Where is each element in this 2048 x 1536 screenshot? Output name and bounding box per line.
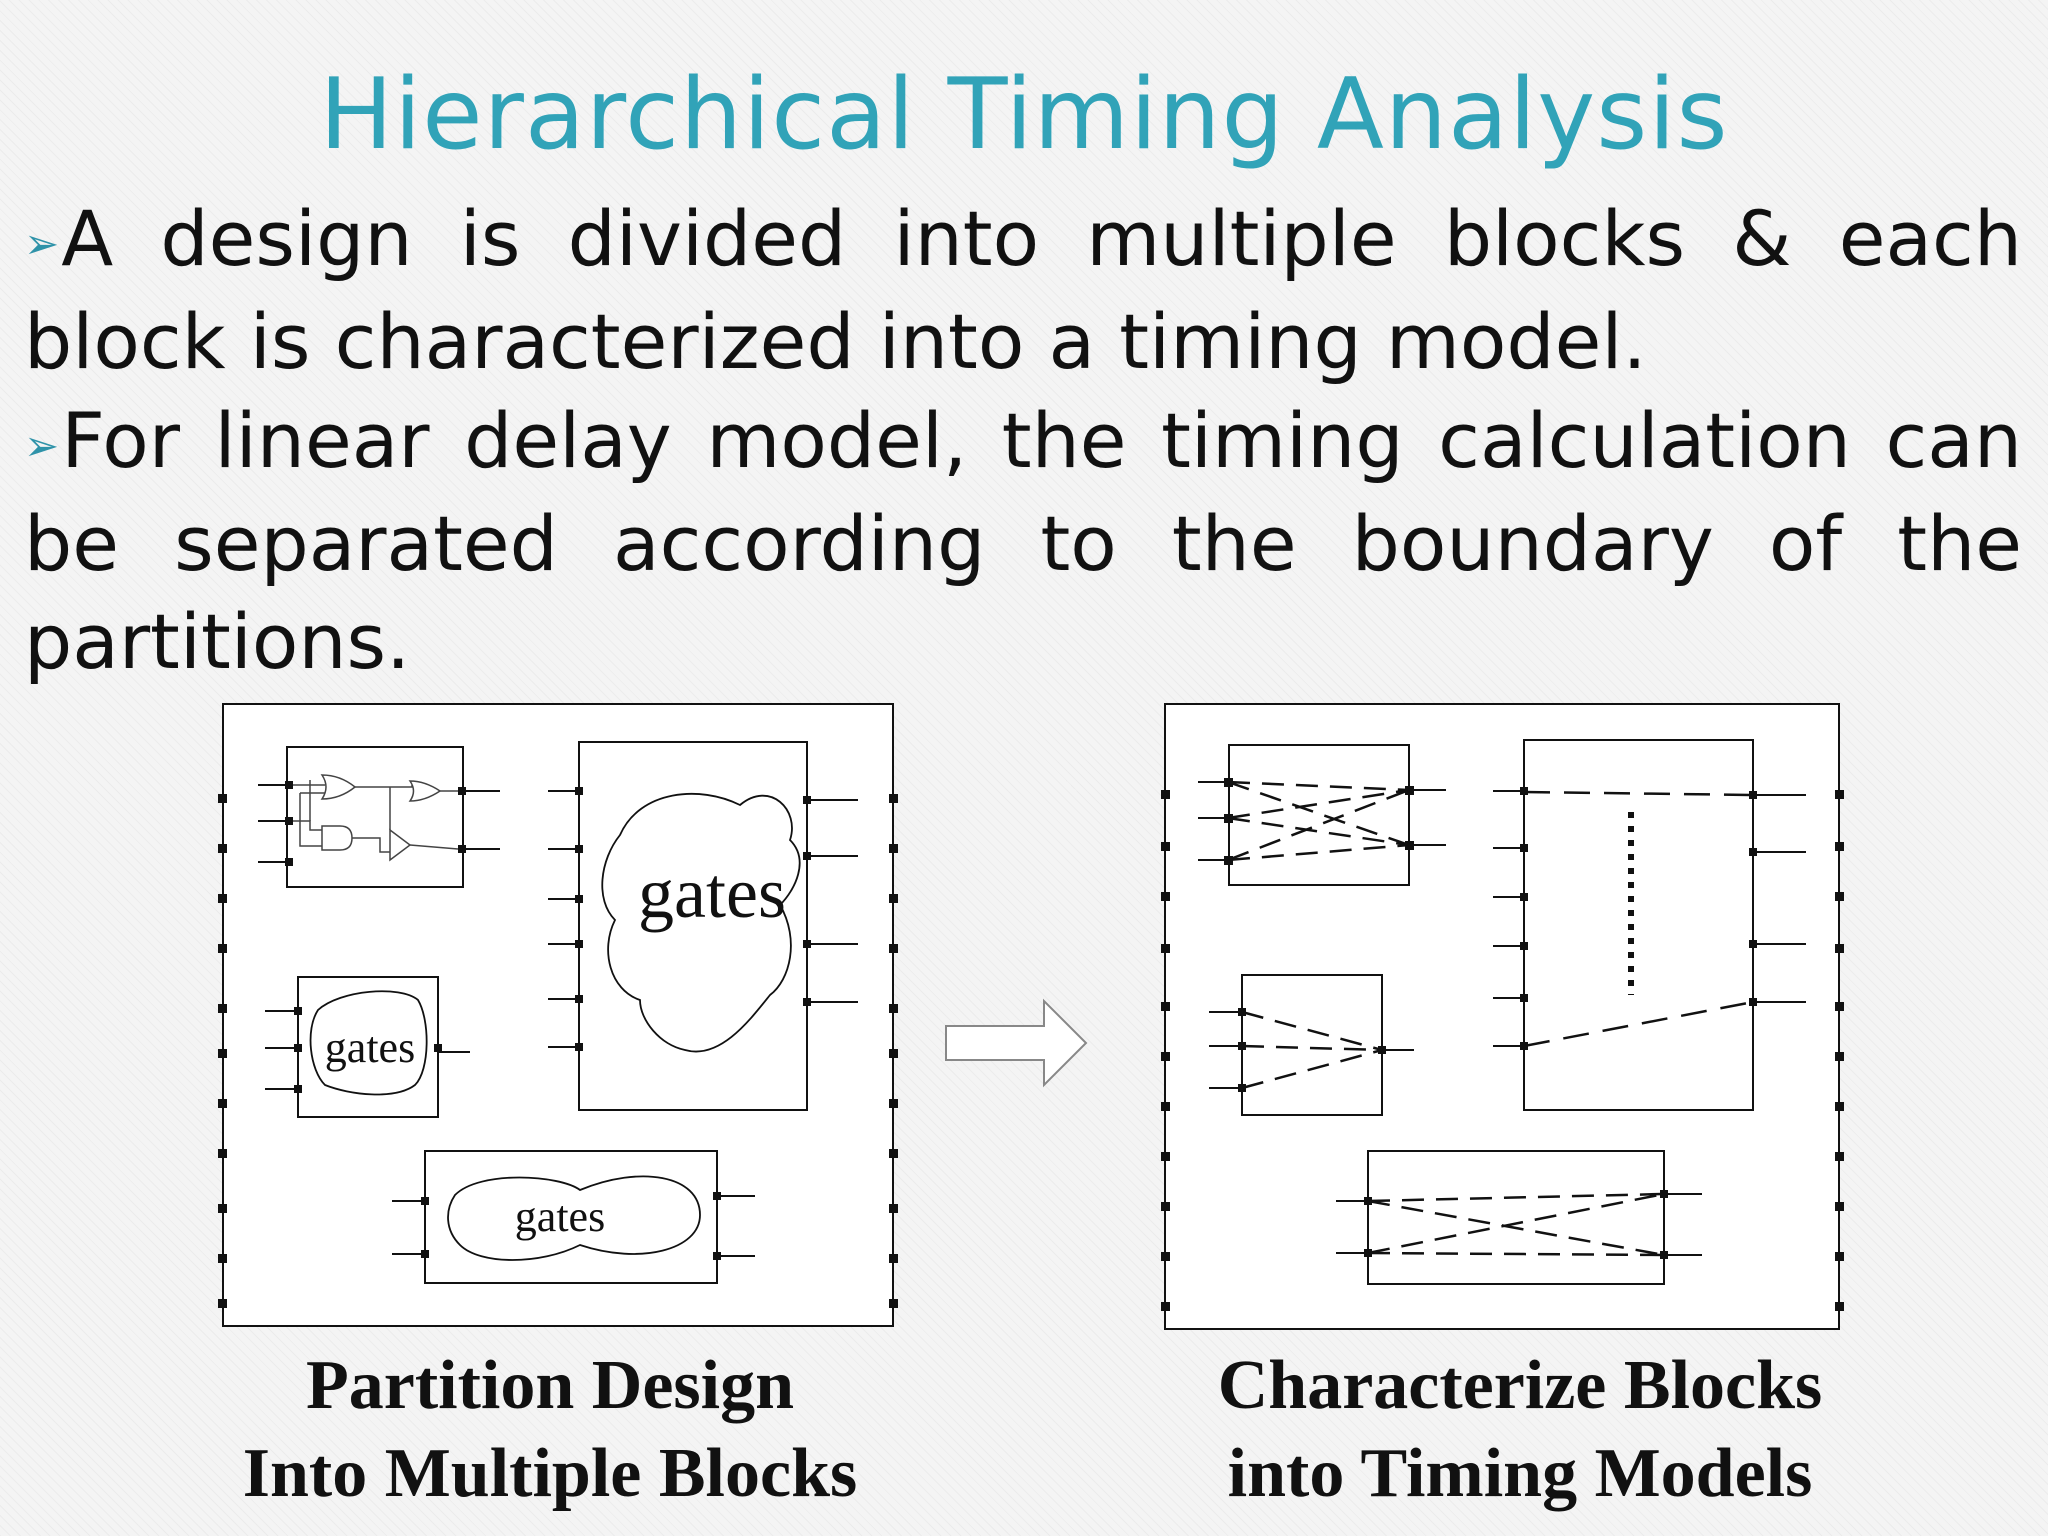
gates-label-small: gates [325,1023,415,1072]
block-small-gates: gates [265,976,470,1118]
bullet-arrow-icon: ➢ [24,219,60,268]
bullet-2: ➢For linear delay model, the timing calc… [24,392,2022,691]
bullet-1-text: A design is divided into multiple blocks… [24,194,2022,386]
caption-right-line-1: Characterize Blocks [1217,1347,1823,1424]
left-boundary-pins [218,794,898,1308]
gates-label-wide: gates [515,1192,605,1241]
right-boundary-pins [1161,790,1844,1311]
bullet-arrow-icon: ➢ [24,421,60,470]
slide-title: Hierarchical Timing Analysis [319,58,1729,172]
bullet-1: ➢A design is divided into multiple block… [24,190,2022,391]
caption-left-line-1: Partition Design [305,1347,795,1424]
caption-characterize-blocks: Characterize Blocks into Timing Models [1110,1342,1930,1518]
block-large-gates: gates [548,741,858,1111]
caption-right-line-2: into Timing Models [1227,1435,1813,1512]
caption-partition-design: Partition Design Into Multiple Blocks [150,1342,950,1518]
transform-arrow-icon [945,998,1088,1088]
model-block-a [1198,744,1446,886]
gates-label-large: gates [638,853,786,933]
caption-left-line-2: Into Multiple Blocks [242,1435,858,1512]
model-block-d [1336,1150,1702,1285]
block-wide-gates: gates [392,1150,755,1284]
model-block-b [1493,739,1806,1111]
block-logic-gates [258,746,500,888]
model-block-c [1209,974,1414,1116]
bullet-2-text: For linear delay model, the timing calcu… [24,396,2022,686]
